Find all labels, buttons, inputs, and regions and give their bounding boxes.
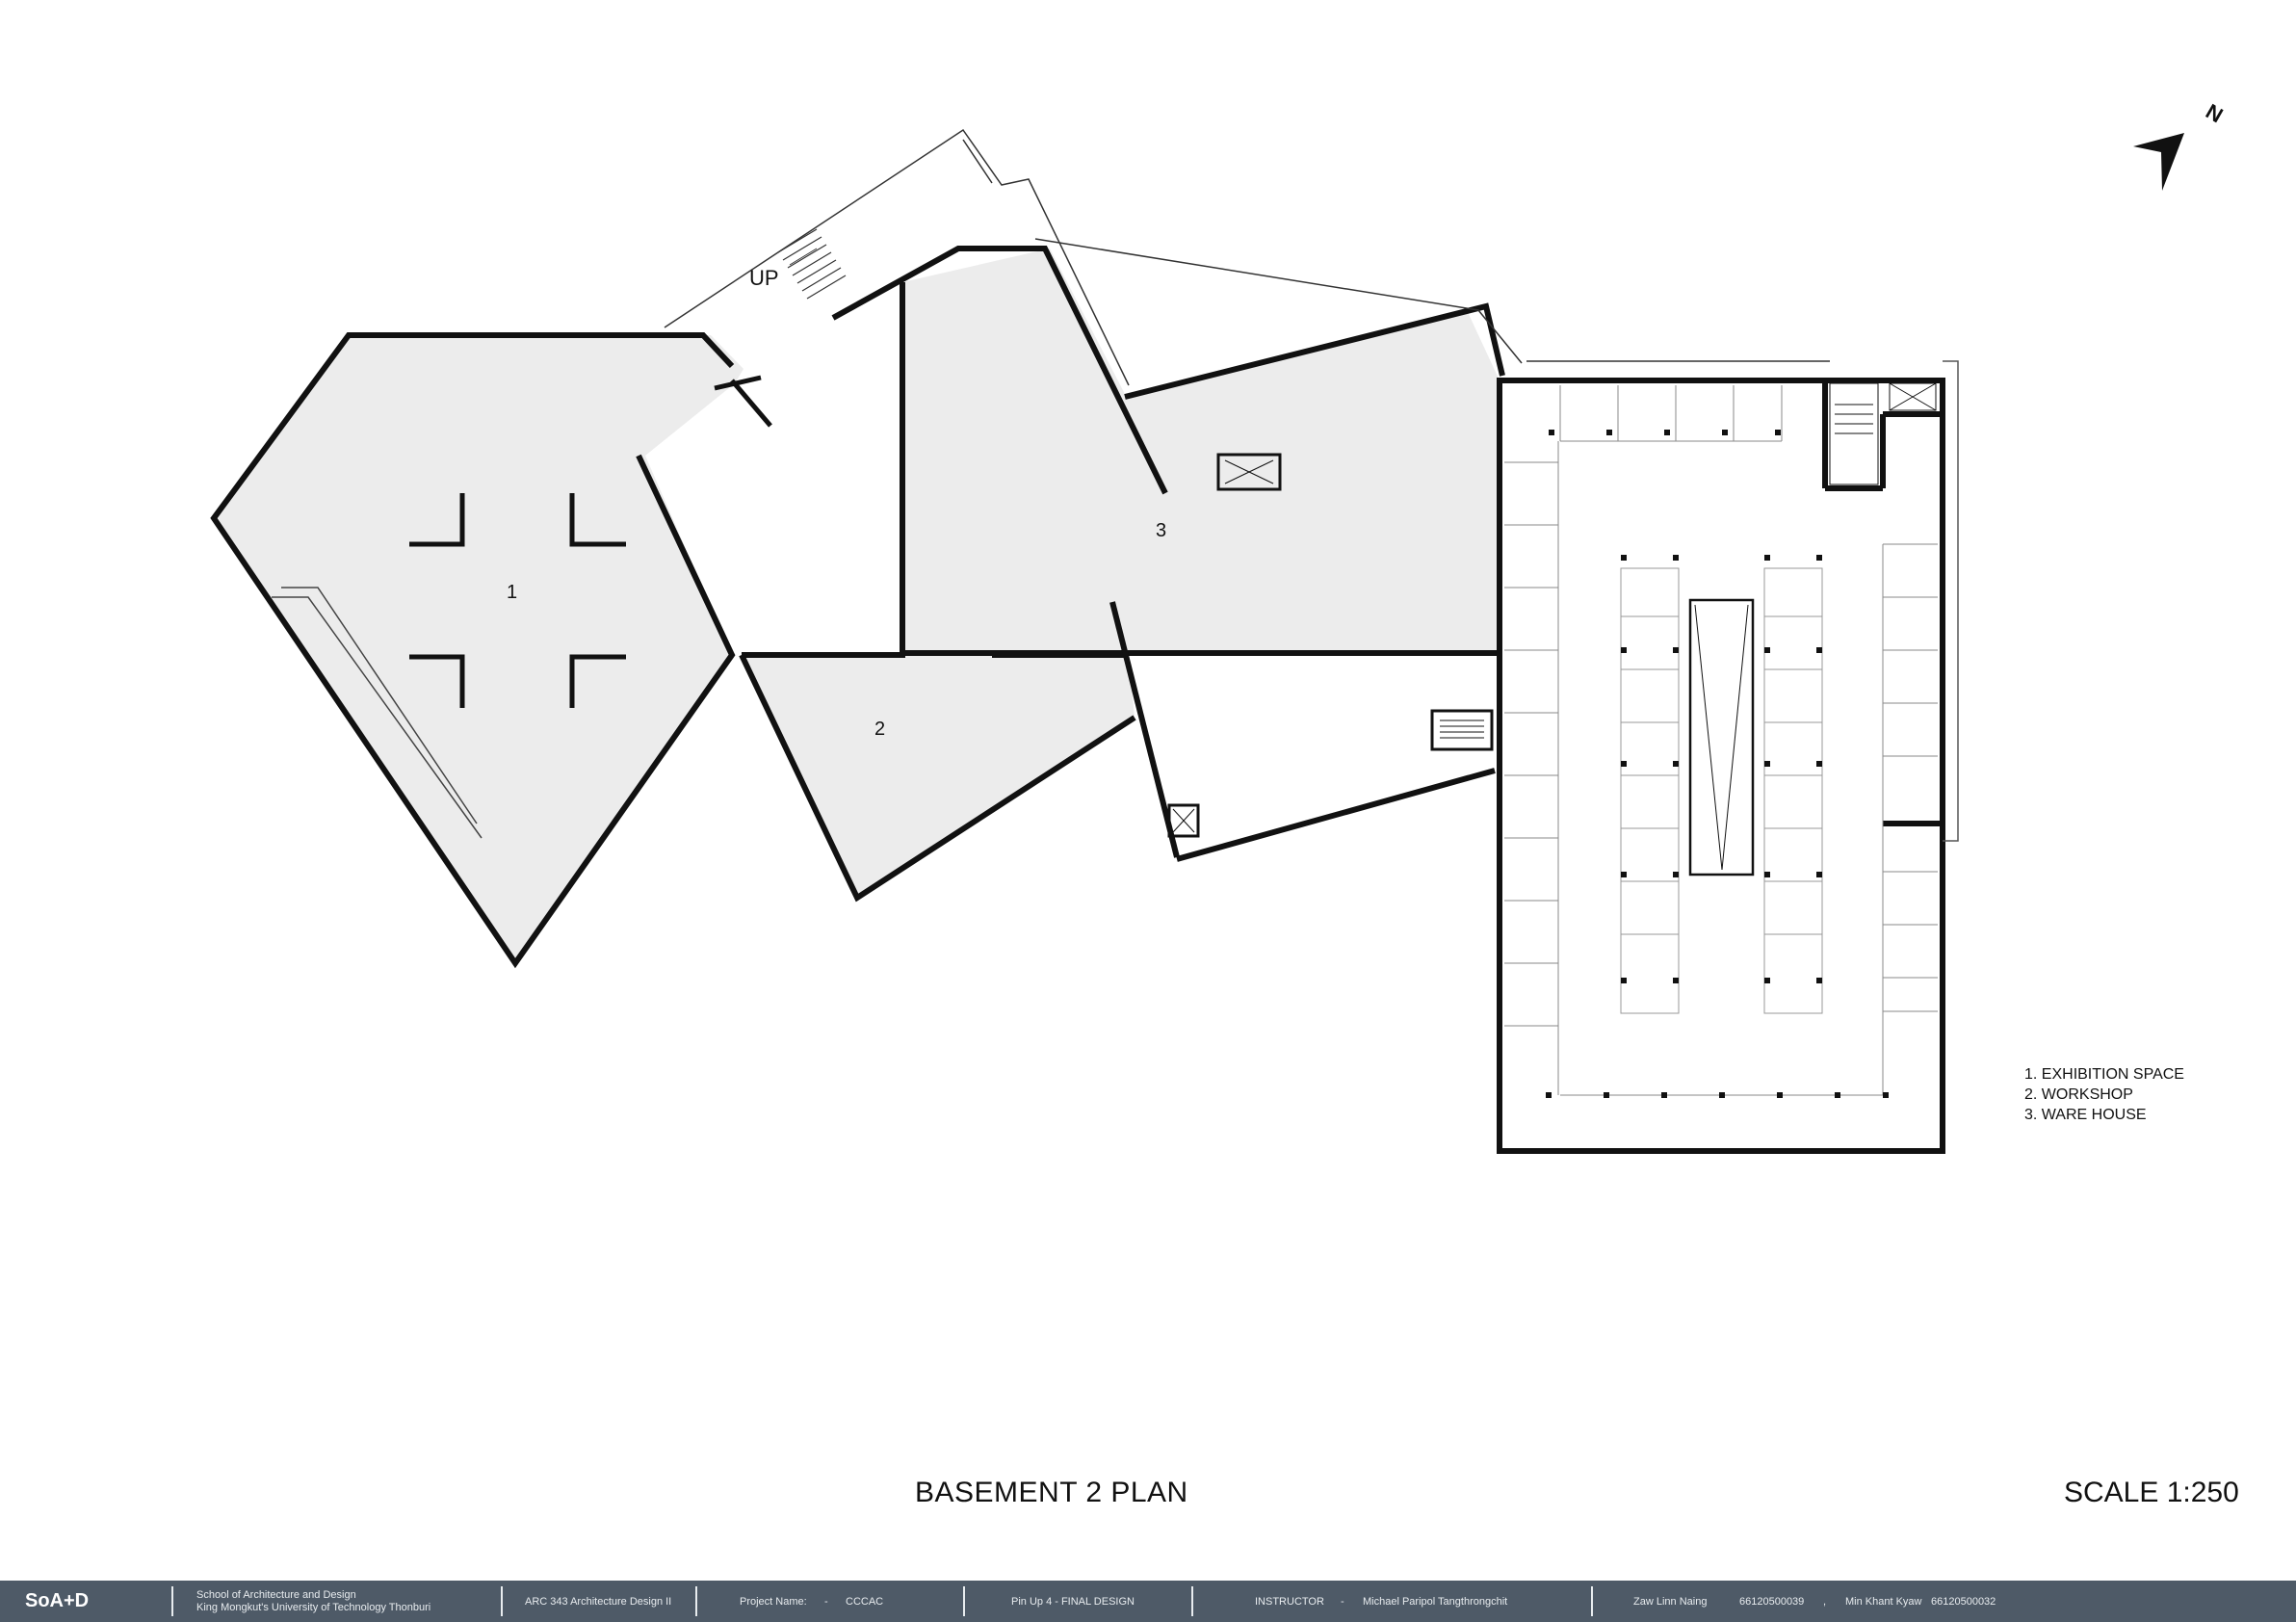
entrance-stair <box>777 228 847 300</box>
pinup-label: Pin Up 4 - FINAL DESIGN <box>1011 1595 1135 1608</box>
exhibition-space-floor <box>214 335 744 963</box>
scale-label: SCALE 1:250 <box>2064 1477 2239 1508</box>
title-block-footer: SoA+D School of Architecture and Design … <box>0 1581 2296 1622</box>
student-2-id: 66120500032 <box>1931 1595 1996 1608</box>
exhibition-partitions <box>409 493 626 708</box>
north-arrow-icon <box>2133 133 2184 191</box>
corridor-stair <box>1430 709 1494 751</box>
footer-divider <box>171 1586 173 1616</box>
footer-divider <box>695 1586 697 1616</box>
instructor-dash: - <box>1341 1595 1344 1608</box>
student-2-name: Min Khant Kyaw <box>1845 1595 1922 1608</box>
footer-divider <box>963 1586 965 1616</box>
legend-item: 2. WORKSHOP <box>2024 1086 2133 1103</box>
warehouse-walls <box>831 246 1505 858</box>
footer-divider <box>1191 1586 1193 1616</box>
legend: 1. EXHIBITION SPACE 2. WORKSHOP 3. WARE … <box>2024 1064 2184 1125</box>
parking-islands <box>1620 567 1823 1014</box>
project-name: CCCAC <box>846 1595 884 1608</box>
legend-item: 3. WARE HOUSE <box>2024 1107 2147 1123</box>
corridor-lift <box>1167 803 1200 838</box>
student-1-id: 66120500039 <box>1739 1595 1805 1608</box>
workshop-floor <box>742 655 1135 896</box>
room-number-exhibition: 1 <box>507 582 518 603</box>
project-dash: - <box>824 1595 828 1608</box>
student-separator: , <box>1823 1595 1827 1608</box>
parking-ramp <box>1688 598 1755 876</box>
student-1-name: Zaw Linn Naing <box>1633 1595 1708 1608</box>
footer-divider <box>1591 1586 1593 1616</box>
room-number-workshop: 2 <box>874 719 886 740</box>
parking-columns <box>1546 430 1889 1098</box>
course-name: ARC 343 Architecture Design II <box>525 1595 672 1608</box>
instructor-label: INSTRUCTOR <box>1255 1595 1324 1608</box>
legend-item: 1. EXHIBITION SPACE <box>2024 1066 2184 1083</box>
parking-stalls <box>1504 385 1938 1096</box>
footer-divider <box>501 1586 503 1616</box>
school-name: School of Architecture and Design King M… <box>196 1581 430 1622</box>
instructor-name: Michael Paripol Tangthrongchit <box>1363 1595 1508 1608</box>
school-line-1: School of Architecture and Design <box>196 1588 356 1601</box>
parking-outer-outline <box>1943 360 1959 842</box>
stair-up-label: UP <box>749 266 779 290</box>
plan-title: BASEMENT 2 PLAN <box>915 1477 1188 1508</box>
warehouse-shaft <box>1216 453 1282 491</box>
warehouse-floor <box>902 249 1500 653</box>
school-logo: SoA+D <box>25 1590 90 1611</box>
exhibition-ramp <box>272 587 483 839</box>
room-number-warehouse: 3 <box>1156 520 1167 541</box>
parking-stair-core <box>1829 382 1937 485</box>
entrance-outline <box>664 128 1830 386</box>
parking-walls <box>1497 378 1945 1154</box>
project-label: Project Name: <box>740 1595 807 1608</box>
school-line-2: King Mongkut's University of Technology … <box>196 1601 431 1613</box>
service-corridor-walls <box>1176 653 1502 862</box>
exhibition-space-walls <box>210 332 772 969</box>
